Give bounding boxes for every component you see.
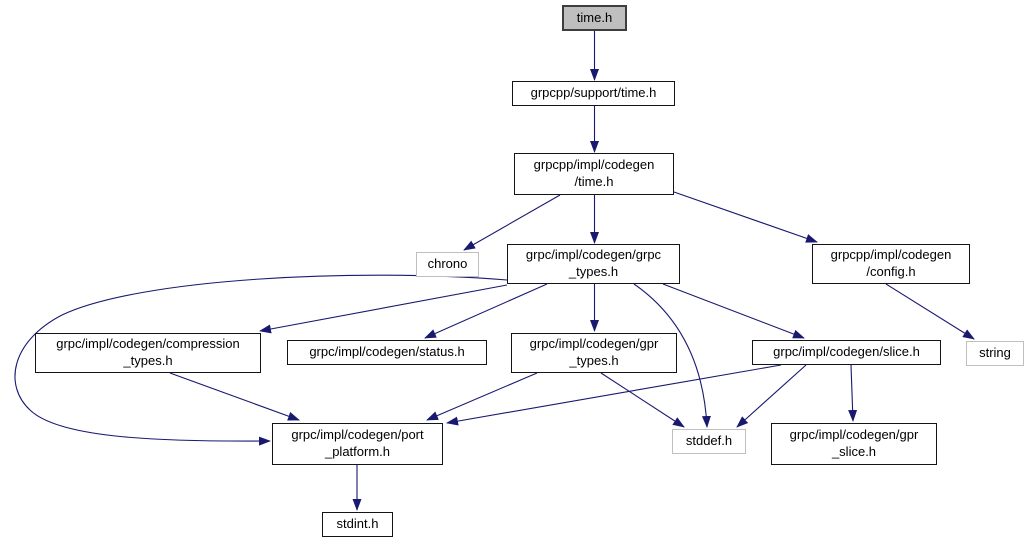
edge-gpr-types-h-to-stddef-h xyxy=(600,372,685,428)
graph-node-slice-h[interactable]: grpc/impl/codegen/slice.h xyxy=(752,340,941,365)
edge-grpc-types-h-to-compression-types-h xyxy=(259,284,508,334)
edge-gpr-types-h-to-port-platform-h xyxy=(426,372,538,421)
graph-node-grpcpp-support-time-h[interactable]: grpcpp/support/time.h xyxy=(512,81,675,106)
edge-slice-h-to-port-platform-h xyxy=(446,364,782,426)
graph-node-config-h[interactable]: grpcpp/impl/codegen /config.h xyxy=(812,244,970,284)
graph-node-stddef-h: stddef.h xyxy=(672,429,746,454)
graph-node-time-h: time.h xyxy=(562,5,627,31)
graph-node-stdint-h[interactable]: stdint.h xyxy=(322,512,393,537)
graph-node-gpr-slice-h[interactable]: grpc/impl/codegen/gpr _slice.h xyxy=(771,423,937,465)
graph-node-grpc-types-h[interactable]: grpc/impl/codegen/grpc _types.h xyxy=(507,244,680,284)
edge-grpc-types-h-to-status-h xyxy=(424,283,548,339)
graph-node-compression-types-h[interactable]: grpc/impl/codegen/compression _types.h xyxy=(35,333,261,373)
edge-grpc-types-h-to-slice-h xyxy=(662,283,805,339)
edge-grpcpp-impl-codegen-time-h-to-config-h xyxy=(673,191,818,243)
graph-node-gpr-types-h[interactable]: grpc/impl/codegen/gpr _types.h xyxy=(511,333,677,373)
edge-slice-h-to-stddef-h xyxy=(736,364,807,428)
edge-grpcpp-impl-codegen-time-h-to-chrono xyxy=(463,194,561,251)
graph-node-string: string xyxy=(966,341,1024,366)
edge-slice-h-to-gpr-slice-h xyxy=(848,364,858,422)
graph-node-grpcpp-impl-codegen-time-h[interactable]: grpcpp/impl/codegen /time.h xyxy=(514,153,674,195)
graph-node-status-h[interactable]: grpc/impl/codegen/status.h xyxy=(287,340,487,365)
graph-node-port-platform-h[interactable]: grpc/impl/codegen/port _platform.h xyxy=(272,423,443,465)
edge-compression-types-h-to-port-platform-h xyxy=(169,372,300,421)
edge-config-h-to-string xyxy=(885,283,975,340)
graph-node-chrono: chrono xyxy=(416,252,479,277)
